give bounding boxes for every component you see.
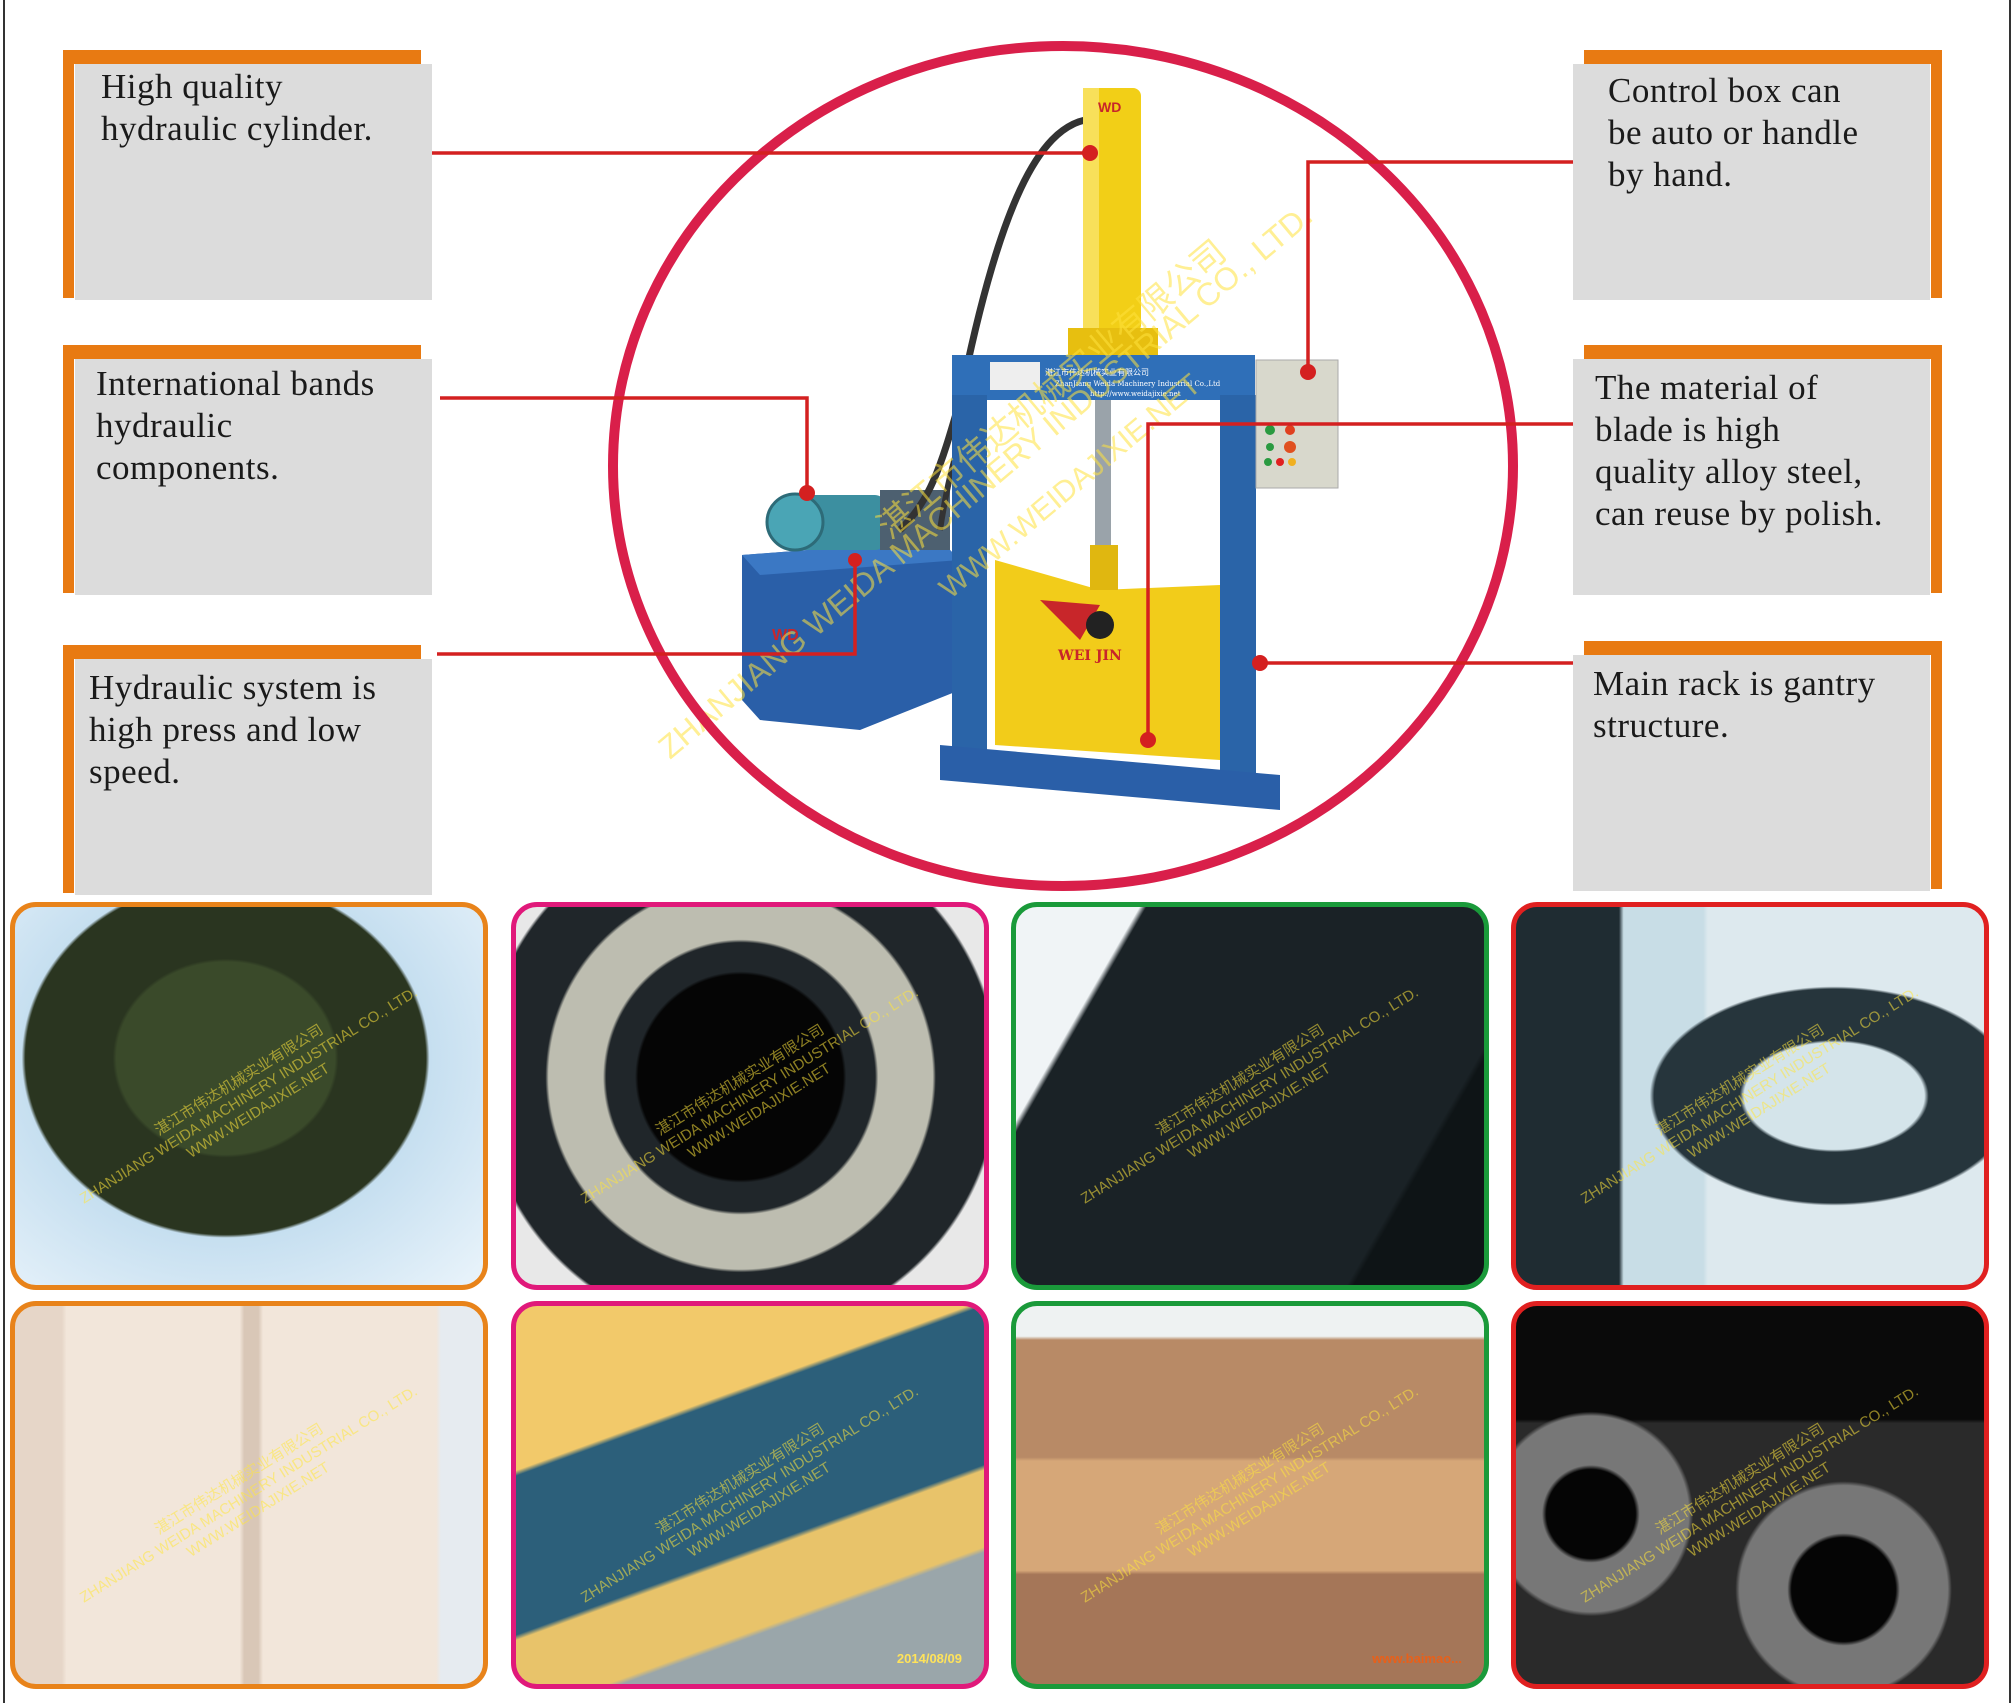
callout-blade-material: The material of blade is high quality al… xyxy=(1573,345,1942,595)
callout-text-line: blade is high xyxy=(1595,410,1781,449)
leader-lines xyxy=(432,151,1573,740)
cutting-blade: WEI JIN xyxy=(995,545,1220,760)
callout-text-line: The material of xyxy=(1595,368,1819,407)
machine-logo-text: WEI JIN xyxy=(1057,648,1122,664)
photo-date-stamp: 2014/08/09 xyxy=(896,1651,962,1666)
frame-plate-url: http://www.weidajixie.net xyxy=(1090,390,1181,398)
callout-text-line: hydraulic cylinder. xyxy=(101,109,373,148)
callout-text-line: Control box can xyxy=(1608,71,1842,110)
callout-text-line: Main rack is gantry xyxy=(1593,664,1876,703)
hydraulic-hose xyxy=(897,116,1086,533)
callout-text-line: quality alloy steel, xyxy=(1595,452,1863,491)
callout-hydraulic-cylinder: High quality hydraulic cylinder. xyxy=(63,50,432,300)
page-border-right xyxy=(2009,0,2011,1703)
frame-plate-cn: 湛江市伟达机械实业有限公司 xyxy=(1045,367,1149,377)
page-border-left xyxy=(3,0,5,1703)
callout-hydraulic-components: International bands hydraulic components… xyxy=(63,345,432,595)
gantry-frame: 湛江市伟达机械实业有限公司 ZhanJiang Weida Machinery … xyxy=(940,355,1280,810)
leader-dots xyxy=(799,145,1316,748)
callout-text-line: hydraulic xyxy=(96,406,233,445)
photo-site-mark: www.baimao... xyxy=(1372,1651,1462,1666)
callout-text-line: Hydraulic system is xyxy=(89,668,377,707)
svg-text:WD: WD xyxy=(1098,99,1121,115)
callout-text-line: components. xyxy=(96,448,280,487)
machine-diagram: WD WD 湛江市伟达机械实业有限公司 ZhanJiang Weida Mach… xyxy=(432,41,1573,891)
callout-text-line: High quality xyxy=(101,67,283,106)
callout-hydraulic-system: Hydraulic system is high press and low s… xyxy=(63,645,432,895)
callout-text-line: International bands xyxy=(96,364,375,403)
hydraulic-cylinder: WD xyxy=(1068,88,1158,356)
callout-text-line: can reuse by polish. xyxy=(1595,494,1883,533)
callout-text-line: speed. xyxy=(89,752,181,791)
svg-text:WD: WD xyxy=(772,627,799,644)
callout-text-line: structure. xyxy=(1593,706,1730,745)
frame-plate-en: ZhanJiang Weida Machinery Industrial Co.… xyxy=(1055,380,1221,388)
callout-text-line: be auto or handle xyxy=(1608,113,1859,152)
callout-text-line: high press and low xyxy=(89,710,362,749)
callout-text-line: by hand. xyxy=(1608,155,1733,194)
motor xyxy=(765,490,950,552)
callout-control-box: Control box can be auto or handle by han… xyxy=(1573,50,1942,300)
highlight-ring xyxy=(608,41,1518,891)
callout-main-rack: Main rack is gantry structure. xyxy=(1573,641,1942,891)
